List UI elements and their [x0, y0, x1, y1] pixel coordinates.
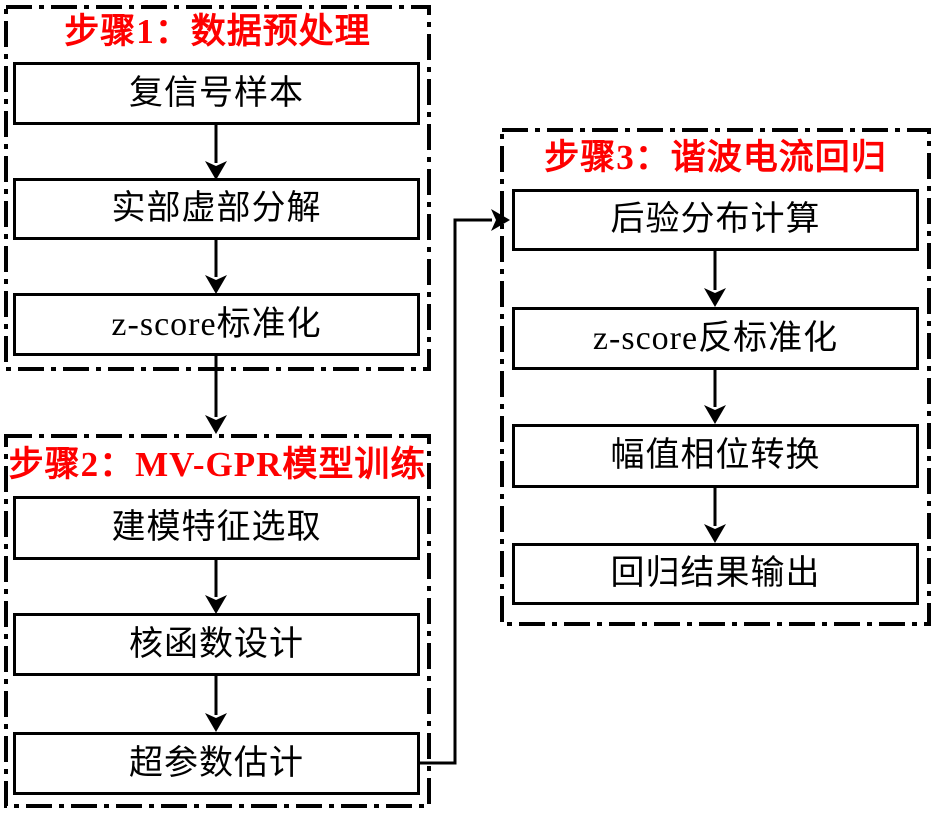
node-regression-result-output: 回归结果输出	[512, 543, 919, 605]
step2-container-border	[4, 434, 431, 808]
step3-container-border	[500, 128, 931, 626]
node-hyperparameter-estimation: 超参数估计	[13, 732, 420, 795]
node-posterior-distribution-computation: 后验分布计算	[512, 189, 919, 251]
arrow-feature-to-kernel	[205, 560, 227, 614]
arrow-conversion-to-output	[704, 488, 726, 543]
node-real-imaginary-decomposition: 实部虚部分解	[13, 178, 420, 240]
arrow-decomposition-to-zscore	[205, 240, 227, 294]
step2-title: 步骤2：MV-GPR模型训练	[8, 445, 427, 484]
node-modeling-feature-selection: 建模特征选取	[13, 496, 420, 560]
arrow-denorm-to-conversion	[704, 370, 726, 424]
arrow-step1-to-step2	[205, 356, 227, 434]
arrow-kernel-to-hyperparameter	[205, 676, 227, 732]
node-zscore-normalization: z-score标准化	[13, 293, 420, 356]
arrow-posterior-to-denorm	[704, 251, 726, 307]
node-zscore-denormalization: z-score反标准化	[512, 307, 919, 370]
arrow-signal-to-decomposition	[205, 125, 227, 180]
step1-title: 步骤1：数据预处理	[64, 12, 371, 51]
connector-step2-to-step3	[420, 209, 510, 765]
node-amplitude-phase-conversion: 幅值相位转换	[512, 424, 919, 488]
node-kernel-function-design: 核函数设计	[13, 613, 420, 676]
step3-title: 步骤3：谐波电流回归	[544, 138, 887, 177]
node-complex-signal-samples: 复信号样本	[13, 62, 420, 125]
